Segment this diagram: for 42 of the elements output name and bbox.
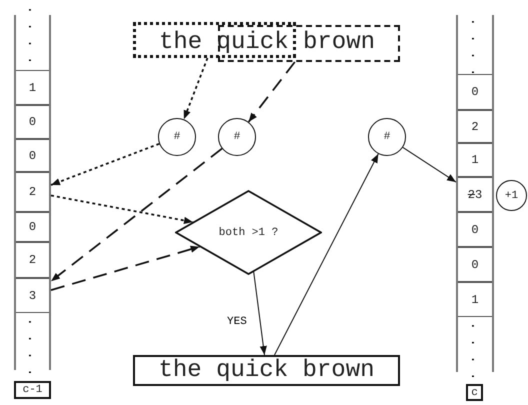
dotted-selection-frame: [133, 22, 296, 58]
counter-cell: 2: [16, 172, 49, 212]
ellipsis-dots: ....: [26, 318, 38, 378]
condition-text: both >1 ?: [218, 226, 278, 238]
hash-circle: #: [218, 118, 256, 156]
counter-cell: 1: [458, 143, 492, 177]
index-label-box: c-1: [14, 381, 51, 399]
arrow: [274, 153, 379, 356]
counter-cell: 0: [16, 212, 49, 242]
arrow: [50, 148, 223, 282]
struck-value: 2: [468, 188, 475, 202]
counter-cell: 0: [16, 105, 49, 139]
counter-cell: 0: [16, 139, 49, 172]
arrow: [253, 272, 267, 356]
arrow: [183, 58, 208, 120]
counter-array: [456, 15, 494, 372]
hash-circle: #: [158, 118, 196, 156]
counter-value: 3: [475, 188, 482, 202]
arrow: [402, 146, 456, 183]
hash-circle: #: [368, 118, 406, 156]
output-text-box: the quick brown: [133, 355, 400, 386]
arrow: [50, 246, 200, 291]
counter-cell: [458, 177, 492, 212]
counter-cell: 1: [16, 70, 49, 105]
increment-circle: +1: [496, 180, 527, 211]
counter-array: [14, 15, 51, 370]
counter-cell: 1: [458, 282, 492, 317]
arrow: [50, 142, 160, 186]
counter-cell: 0: [458, 74, 492, 110]
counter-cell: 2: [16, 242, 49, 278]
counter-cell: 3: [16, 278, 49, 313]
counter-cell: 0: [458, 212, 492, 247]
index-label-box: c: [466, 384, 483, 401]
decision-diamond: [175, 190, 322, 275]
counter-cell: 0: [458, 247, 492, 282]
dashed-selection-frame: [218, 25, 400, 62]
input-text: the quick brown: [133, 22, 401, 62]
arrow: [248, 61, 296, 122]
arrow: [50, 194, 194, 224]
ellipsis-dots: ....: [469, 322, 481, 382]
ellipsis-dots: ....: [26, 6, 38, 66]
counter-cell: 2: [458, 110, 492, 143]
